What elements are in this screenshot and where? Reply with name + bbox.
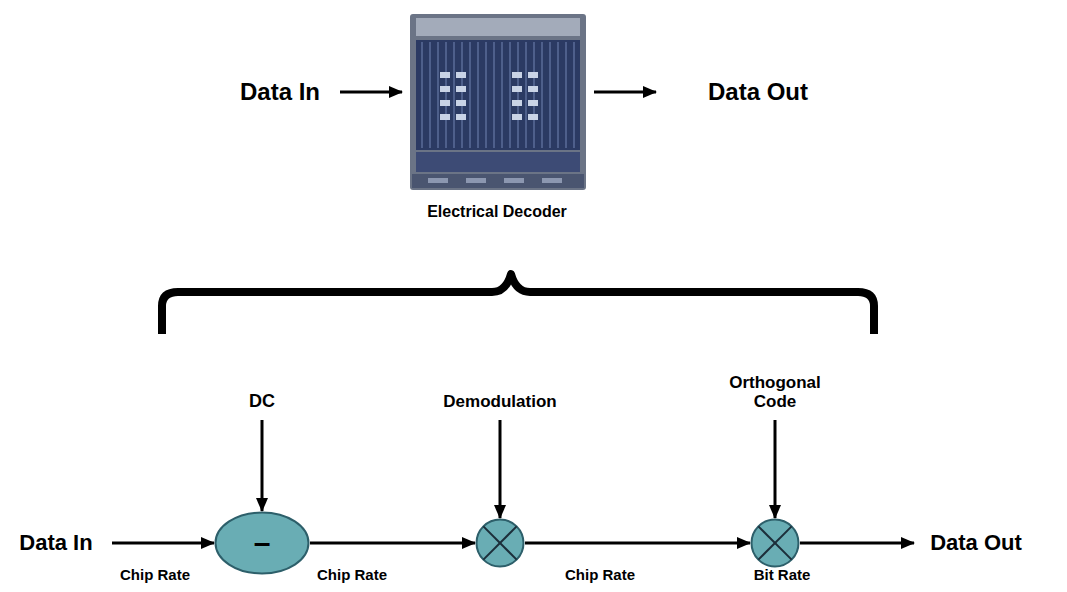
signal-connector [310,542,475,545]
operand-arrow [499,420,502,518]
multiply-node: Demodulation [475,518,525,568]
device-caption: Electrical Decoder [427,203,567,221]
rate-label: Chip Rate [565,567,635,584]
operand-arrow [774,420,777,518]
port-label: Data In [240,79,320,105]
operand-arrow [261,420,264,511]
input-arrow [340,91,402,94]
operand-label: DC [222,391,302,412]
input-arrow [112,542,214,545]
operand-label: Orthogonal Code [725,373,825,412]
signal-connector [525,542,750,545]
port-label: Data In [19,531,92,555]
node-outline [750,518,800,568]
curly-brace [162,274,874,334]
subtract-node: DC– [214,511,310,575]
rate-label: Bit Rate [754,567,811,584]
operator-sign: – [254,528,271,558]
rate-label: Chip Rate [120,567,190,584]
operand-label: Demodulation [400,392,600,412]
decoder-rack [410,14,586,190]
port-label: Data Out [708,79,808,105]
node-outline [475,518,525,568]
rate-label: Chip Rate [317,567,387,584]
port-label: Data Out [930,531,1022,555]
multiply-node: Orthogonal Code [750,518,800,568]
output-arrow [594,91,656,94]
output-arrow [800,542,914,545]
